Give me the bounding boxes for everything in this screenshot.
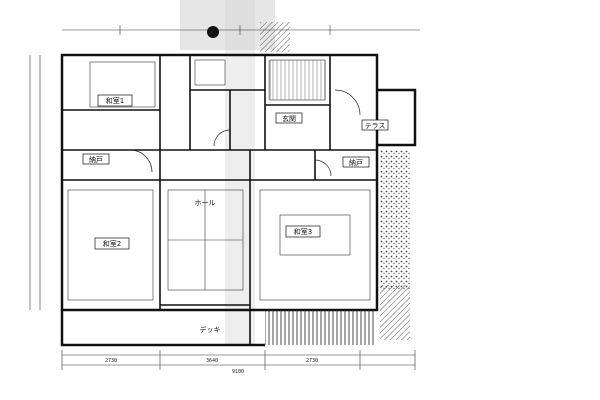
room-label-terrace: テラス bbox=[365, 122, 386, 130]
room-label-genkan: 玄関 bbox=[282, 114, 296, 123]
drain-icon bbox=[207, 26, 219, 38]
room-labels: 和室1 和室2 和室3 玄関 テラス 納戸 納戸 ホール デッキ bbox=[82, 94, 389, 334]
room-label-deck: デッキ bbox=[200, 325, 221, 334]
door-swings bbox=[129, 89, 361, 177]
dim-bottom-total: 9100 bbox=[232, 369, 244, 375]
dim-bottom-mid: 3640 bbox=[206, 358, 218, 364]
room-label-washitsu-2: 和室2 bbox=[103, 239, 121, 248]
dim-bottom-right: 2730 bbox=[306, 358, 318, 364]
stone-area-right bbox=[380, 150, 410, 290]
dimension-texts: 2730 3640 2730 9100 bbox=[105, 358, 318, 375]
stone-area-bottom bbox=[380, 285, 410, 340]
room-label-washitsu-3: 和室3 bbox=[294, 227, 312, 236]
top-scan-band bbox=[180, 0, 275, 50]
stone-area-top bbox=[260, 22, 290, 52]
dimension-lines bbox=[29, 25, 420, 370]
exterior-walls bbox=[60, 53, 417, 347]
interior-walls bbox=[62, 55, 377, 345]
room-label-hall: ホール bbox=[195, 199, 216, 207]
room-label-washitsu-1: 和室1 bbox=[106, 96, 124, 105]
toilet-grid bbox=[268, 60, 328, 100]
deck-slats bbox=[265, 310, 375, 345]
dim-bottom-left: 2730 bbox=[105, 358, 117, 364]
room-label-entry-right: 納戸 bbox=[349, 158, 363, 167]
room-label-entry-left: 納戸 bbox=[89, 155, 103, 164]
